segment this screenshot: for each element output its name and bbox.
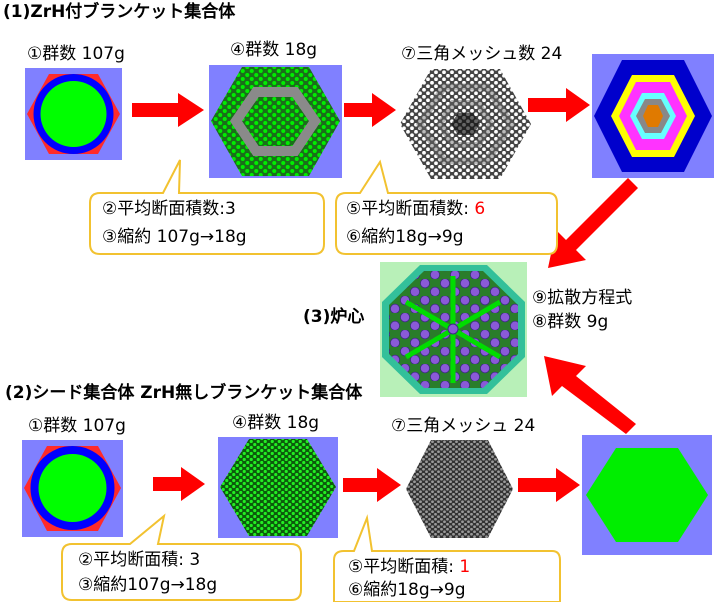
core-line1: ⑨拡散方程式 xyxy=(532,288,633,308)
core-title: (3)炉心 xyxy=(303,307,365,327)
section2-homogenized-panel xyxy=(582,435,712,555)
arrow-to-core-from-top xyxy=(548,178,638,268)
section1-step7-label: ⑦三角メッシュ数 24 xyxy=(401,44,563,64)
arrow-s1-1 xyxy=(132,93,204,127)
section1-step4-label: ④群数 18g xyxy=(230,40,318,60)
callout-s1-a-line1: ②平均断面積数:3 xyxy=(102,199,236,219)
section1-step1-label: ①群数 107g xyxy=(27,44,125,64)
callout-s1-b-line1-text: ⑤平均断面積数: xyxy=(346,199,475,219)
section1-pincell-panel xyxy=(25,68,122,160)
section2-step4-label: ④群数 18g xyxy=(232,413,320,433)
core-diagram xyxy=(380,262,527,397)
section1-mesh-panel xyxy=(400,69,531,179)
section1-assembly-panel xyxy=(209,65,342,178)
arrow-s1-2 xyxy=(344,93,396,127)
section1-homogenized-panel xyxy=(592,54,714,178)
section2-title: (2)シード集合体 ZrH無しブランケット集合体 xyxy=(5,383,363,403)
callout-s1-b-line1: ⑤平均断面積数: 6 xyxy=(346,199,485,219)
section1-title: (1)ZrH付ブランケット集合体 xyxy=(3,2,236,22)
callout-s2-a-line2: ③縮約107g→18g xyxy=(78,575,218,595)
arrow-s2-3 xyxy=(518,468,580,502)
section2-step1-label: ①群数 107g xyxy=(28,416,126,436)
arrow-to-core-from-bottom xyxy=(544,356,636,434)
callout-s2-b-line2: ⑥縮約18g→9g xyxy=(348,580,466,600)
callout-s2-b-value: 1 xyxy=(459,557,471,577)
arrow-s2-2 xyxy=(343,468,401,502)
callout-s2-b-line1: ⑤平均断面積: 1 xyxy=(348,557,470,577)
core-line2: ⑧群数 9g xyxy=(532,312,609,332)
callout-s1-b-value: 6 xyxy=(474,199,486,219)
callout-s1-b-line2: ⑥縮約18g→9g xyxy=(346,227,464,247)
callout-s2-b-line1-text: ⑤平均断面積: xyxy=(348,557,460,577)
arrow-s1-3 xyxy=(528,88,590,122)
section2-assembly-panel xyxy=(218,437,338,538)
section2-step7-label: ⑦三角メッシュ 24 xyxy=(391,416,536,436)
arrow-s2-1 xyxy=(153,467,205,501)
callout-s2-a-line1: ②平均断面積: 3 xyxy=(78,550,201,570)
callout-s1-a-line2: ③縮約 107g→18g xyxy=(102,227,247,247)
section2-pincell-panel xyxy=(22,440,123,537)
section2-mesh-panel xyxy=(406,440,513,538)
